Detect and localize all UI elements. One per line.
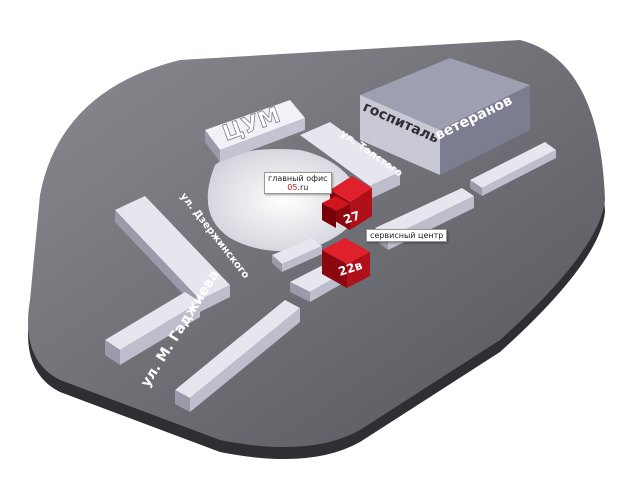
callout-site-prefix: 05 (287, 183, 298, 192)
building-block-dzerzhinskogo (272, 238, 322, 272)
hospital-building (360, 58, 530, 175)
callout-main-office[interactable]: главный офис 05.ru (264, 172, 332, 194)
building-block-left (115, 196, 230, 312)
building-block-tolstogo (300, 122, 400, 199)
building-block-right (470, 142, 556, 196)
office-building-27[interactable] (322, 176, 372, 230)
callout-site-suffix: .ru (297, 183, 309, 192)
callout-service-center-text: сервисный центр (370, 231, 444, 240)
callout-main-office-line1: главный офис (268, 174, 328, 183)
building-block-lower-left-1 (105, 292, 200, 365)
callout-main-office-line2: 05.ru (268, 183, 328, 192)
building-block-lower-left-2 (175, 300, 300, 412)
callout-service-center[interactable]: сервисный центр (366, 229, 448, 242)
building-number-27: 27 (342, 208, 362, 226)
tsum-building (205, 100, 305, 162)
service-building-22v[interactable] (322, 238, 370, 288)
